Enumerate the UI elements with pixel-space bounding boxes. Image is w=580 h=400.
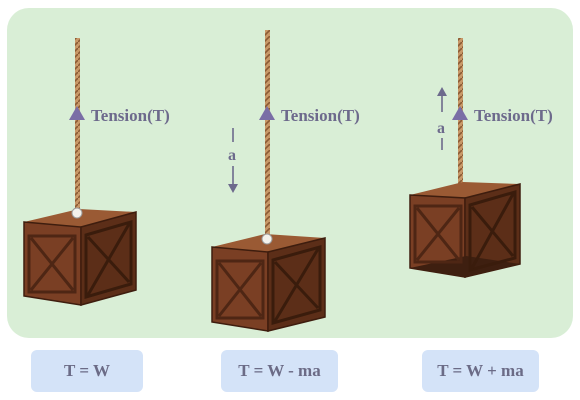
- tension-arrow-2: [259, 106, 275, 120]
- crate-3: [409, 182, 521, 278]
- hook-1: [71, 207, 83, 219]
- crate-1: [23, 209, 137, 306]
- hook-2: [261, 233, 273, 245]
- equation-box-3: T = W + ma: [422, 350, 539, 392]
- tension-label-2: Tension(T): [281, 106, 360, 125]
- acceleration-label-2: a: [228, 147, 236, 164]
- tension-arrow-1: [69, 106, 85, 120]
- tension-arrow-3: [452, 106, 468, 120]
- case-3-accelerating-up: Tension(T) a: [409, 38, 553, 278]
- tension-label-1: Tension(T): [91, 106, 170, 125]
- acceleration-arrow-up: [437, 87, 447, 150]
- crate-2: [211, 234, 326, 332]
- rope-2: [265, 30, 270, 240]
- equation-box-2: T = W - ma: [221, 350, 338, 392]
- tension-label-3: Tension(T): [474, 106, 553, 125]
- acceleration-label-3: a: [437, 120, 445, 137]
- acceleration-arrow-down: [228, 128, 238, 193]
- rope-1: [75, 38, 80, 213]
- case-2-accelerating-down: Tension(T) a: [211, 30, 360, 332]
- case-1-static: Tension(T): [23, 38, 170, 306]
- equation-box-1: T = W: [31, 350, 143, 392]
